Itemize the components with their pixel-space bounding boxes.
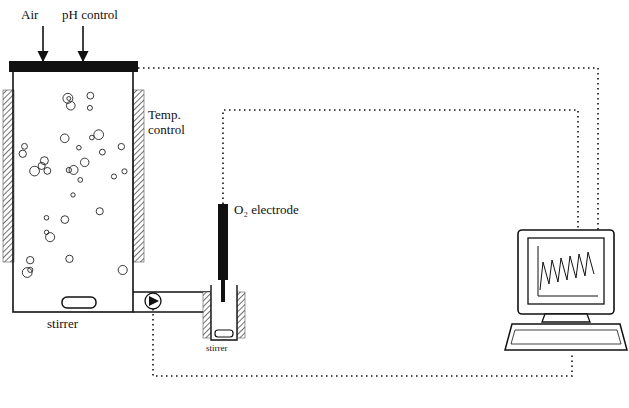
temperature-jacket bbox=[133, 90, 144, 262]
air-inlet-arrow bbox=[42, 26, 44, 61]
label: Air bbox=[21, 8, 38, 23]
label: O₂ electrode bbox=[234, 203, 299, 218]
label: pH control bbox=[62, 8, 118, 23]
stirrer-bar bbox=[62, 297, 96, 308]
label: Temp. control bbox=[148, 108, 200, 138]
stirrer-bar bbox=[215, 330, 233, 337]
oxygen-electrode bbox=[218, 204, 228, 280]
cell-jacket bbox=[237, 292, 245, 338]
pipe bbox=[133, 291, 210, 292]
computer bbox=[505, 230, 627, 350]
ph-inlet-arrow bbox=[82, 26, 84, 61]
pipe bbox=[133, 311, 210, 312]
cell-jacket bbox=[203, 292, 211, 338]
pump bbox=[145, 293, 161, 309]
label: stirrer bbox=[206, 343, 228, 353]
air-bubbles bbox=[19, 92, 127, 277]
electrode-tip bbox=[221, 278, 225, 302]
label: stirrer bbox=[47, 317, 78, 332]
fermenter-vessel bbox=[13, 70, 133, 312]
vessel-lid bbox=[9, 61, 138, 72]
pump-arrow bbox=[149, 296, 159, 306]
